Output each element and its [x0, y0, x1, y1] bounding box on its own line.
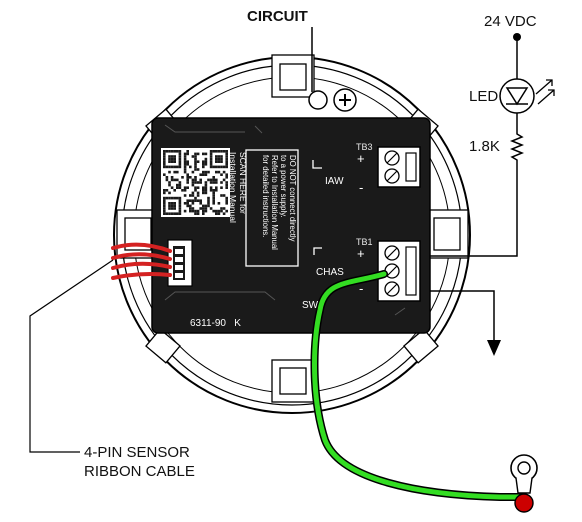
warning-box: [245, 149, 299, 267]
chas-sw-marking: CHAS SW: [302, 247, 344, 311]
supply-label: 24 VDC: [484, 13, 537, 30]
resistor-symbol: [430, 130, 525, 257]
terminal-block-tb3: [377, 146, 421, 188]
tb3-label: TB3: [356, 142, 373, 152]
scan-label-2: Installation Manual: [228, 152, 238, 223]
cable-label-1: 4-PIN SENSOR: [84, 444, 190, 461]
tb1-plus: +: [357, 246, 365, 261]
warning-line-2: to a power supply.: [279, 155, 288, 218]
iaw-marking: IAW: [312, 160, 344, 187]
led-label: LED: [469, 88, 498, 105]
model-number: 6311-90 K: [190, 318, 241, 329]
ground-arrow-icon: [487, 340, 501, 356]
light-emission-icon: [535, 79, 555, 105]
tb3-plus: +: [357, 151, 365, 166]
green-chassis-wire-fill: [312, 271, 523, 500]
chas-label: CHAS: [316, 267, 344, 278]
board-bevels: [164, 124, 406, 316]
iaw-label: IAW: [325, 176, 344, 187]
warning-line-4: for detailed instructions.: [261, 155, 270, 237]
resistor-label: 1.8K: [469, 138, 500, 155]
ribbon-leader: [29, 259, 114, 453]
ground-wire: [430, 290, 495, 340]
qr-code: [161, 148, 230, 217]
tb1-minus: -: [359, 281, 363, 296]
sw-label: SW: [302, 300, 319, 311]
tb3-minus: -: [359, 180, 363, 195]
sensor-connector: [167, 239, 193, 287]
scan-label-1: SCAN HERE for: [238, 152, 248, 214]
mounting-screw: [308, 88, 357, 112]
circuit-label: CIRCUIT: [247, 8, 308, 25]
tb1-label: TB1: [356, 237, 373, 247]
cable-label-2: RIBBON CABLE: [84, 463, 195, 480]
warning-line-1: DO NOT connect directly: [288, 155, 297, 242]
led-symbol: [499, 37, 535, 130]
ribbon-cable: [111, 242, 172, 280]
warning-line-3: Refer to Installation Manual: [270, 155, 279, 250]
ring-lug: [510, 454, 538, 513]
